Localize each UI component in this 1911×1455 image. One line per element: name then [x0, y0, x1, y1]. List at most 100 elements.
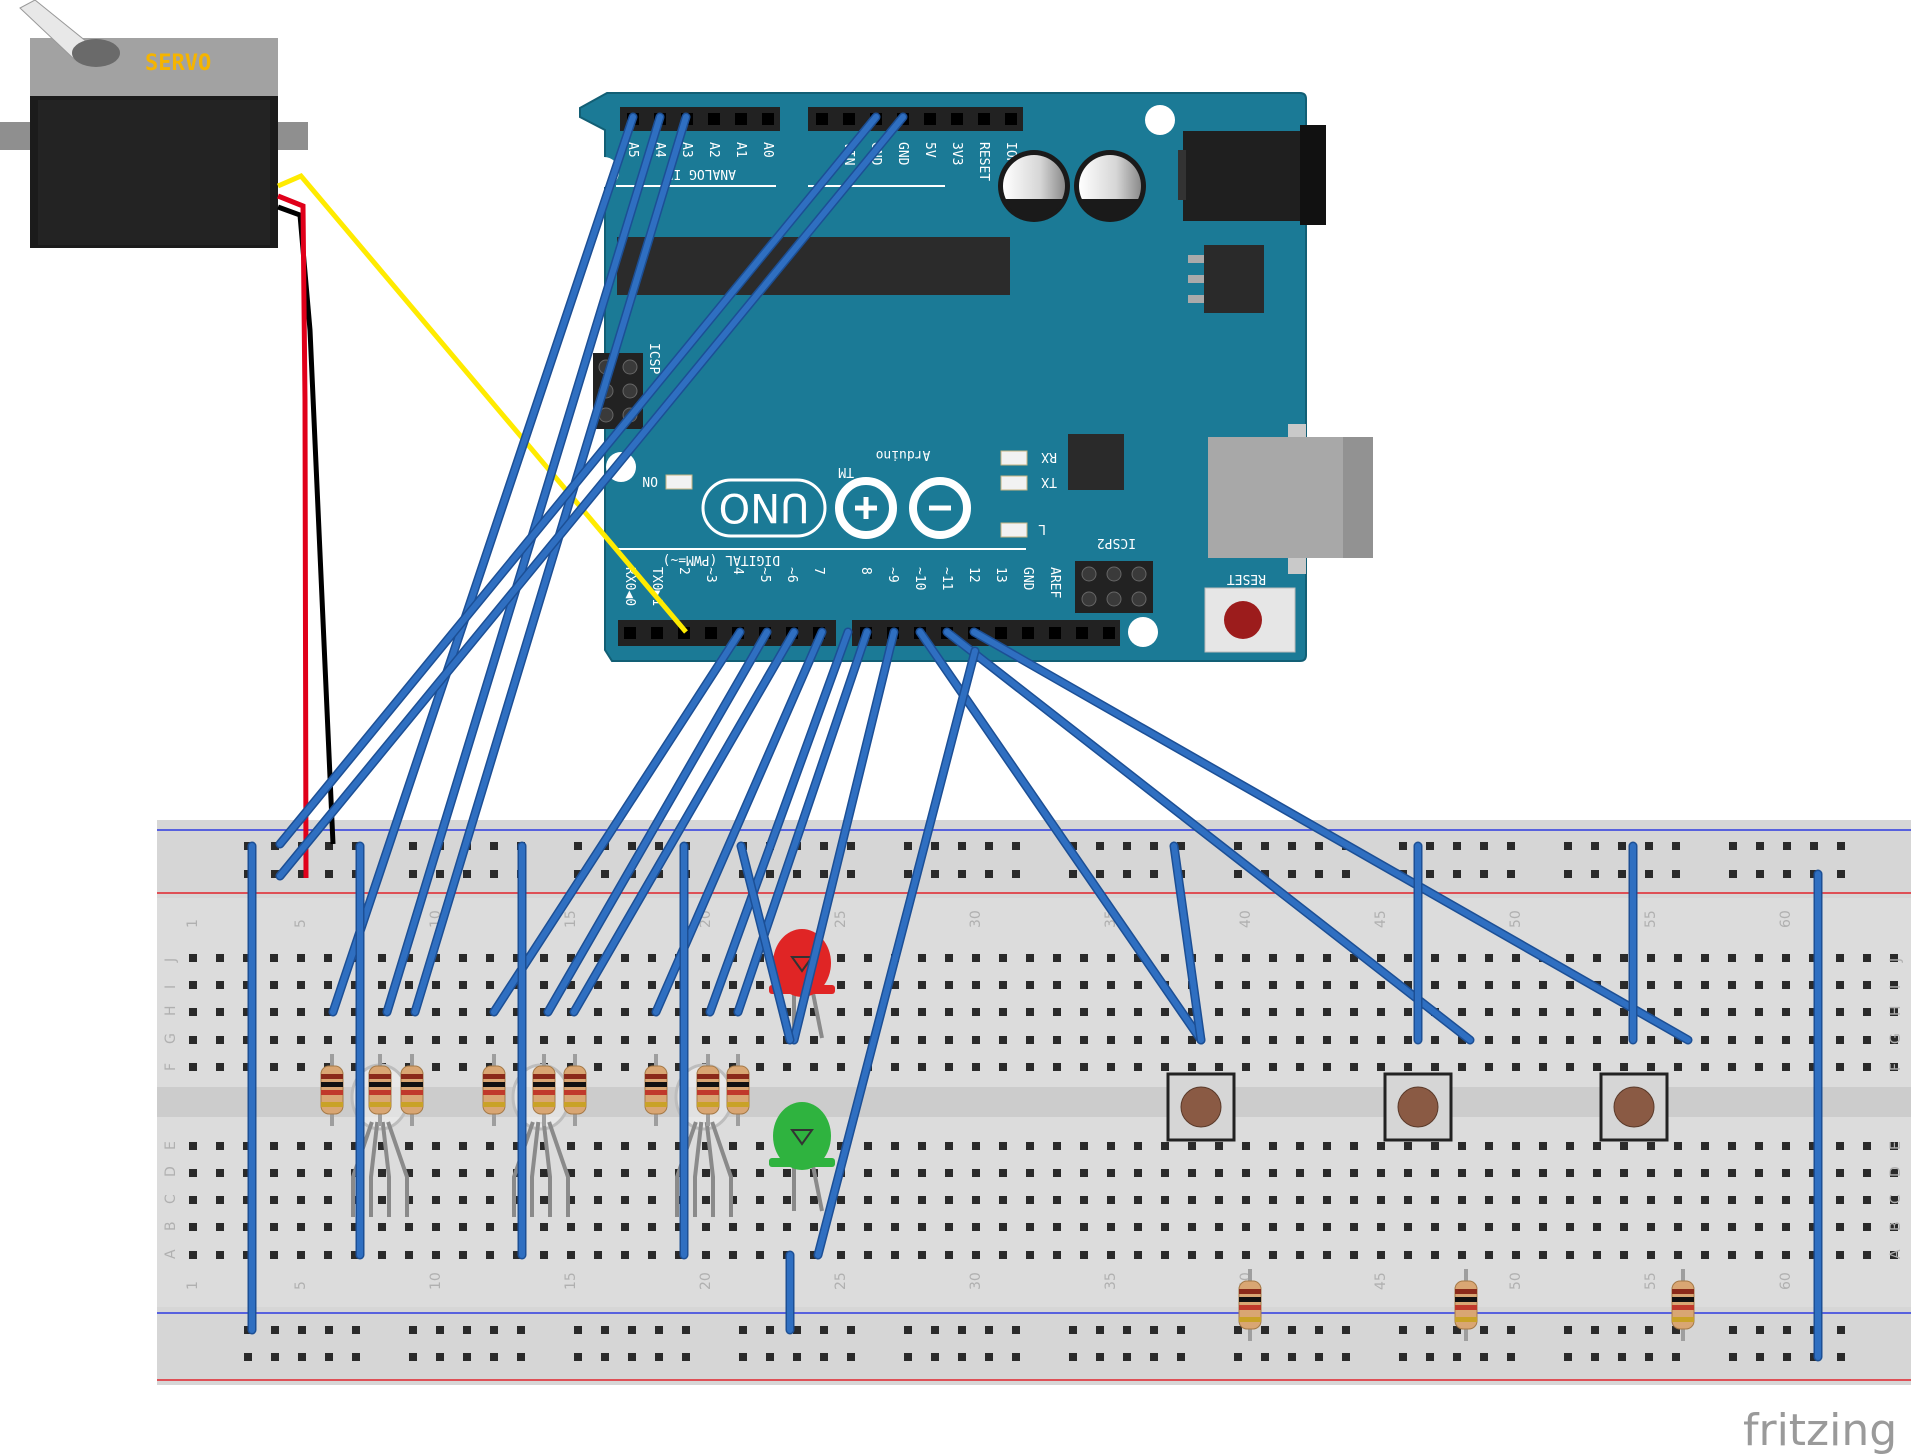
on-led [665, 474, 693, 490]
pin-label: A3 [679, 142, 694, 158]
row-letter: E [163, 1141, 179, 1150]
pin-label: A5 [625, 142, 640, 158]
pin-label: A0 [760, 142, 775, 158]
analog-header [620, 107, 780, 131]
column-number: 5 [293, 919, 309, 928]
resistor [696, 1054, 720, 1126]
row-letter: E [1888, 1141, 1904, 1150]
column-number: 30 [968, 910, 984, 928]
pin-label: 2 [676, 567, 691, 575]
servo-power-wire [277, 193, 309, 879]
resistor [563, 1054, 587, 1126]
analog-in-label: ANALOG IN [666, 166, 736, 181]
servo-label: SERVO [145, 51, 211, 76]
tm-mark: TM [838, 464, 854, 479]
column-number: 5 [293, 1281, 309, 1290]
resistor [1238, 1269, 1262, 1341]
row-letter: A [1888, 1249, 1904, 1259]
column-number: 55 [1643, 1272, 1659, 1290]
column-number: 15 [563, 1272, 579, 1290]
row-letter: D [163, 1166, 179, 1177]
tx-led [1000, 475, 1028, 491]
rgb-led [674, 1063, 734, 1217]
pin-label: 7 [811, 567, 826, 575]
row-letter: F [163, 1063, 179, 1071]
pin-label: 12 [966, 567, 981, 583]
pin-label: 8 [858, 567, 873, 575]
row-letter: F [1888, 1063, 1904, 1071]
arduino-infinity-logo [835, 477, 971, 539]
pin-label: ~10 [912, 567, 927, 590]
rx-led-label: RX [1041, 449, 1057, 464]
icsp-label: ICSP [646, 343, 661, 374]
column-number: 30 [968, 1272, 984, 1290]
resistor [482, 1054, 506, 1126]
pin-label: A2 [706, 142, 721, 158]
resistor [532, 1054, 556, 1126]
pin-label: 4 [730, 567, 745, 575]
pin-label: GND [895, 142, 910, 166]
column-number: 55 [1643, 910, 1659, 928]
pin-label: ~11 [939, 567, 954, 590]
column-number: 60 [1778, 1272, 1794, 1290]
servo-motor: SERVO [0, 0, 308, 248]
row-letter: J [163, 958, 179, 963]
column-number: 25 [833, 910, 849, 928]
row-letter: J [1888, 958, 1904, 963]
pin-label: ~6 [784, 567, 799, 583]
pin-label: ~3 [703, 567, 718, 583]
jumper-wires [247, 112, 1823, 1362]
column-number: 20 [698, 1272, 714, 1290]
column-number: 60 [1778, 910, 1794, 928]
column-number: 50 [1508, 910, 1524, 928]
resistor [644, 1054, 668, 1126]
icsp2-label: ICSP2 [1097, 535, 1136, 550]
push-button[interactable] [1383, 1072, 1453, 1142]
row-letter: I [1888, 985, 1904, 989]
tx-led-label: TX [1041, 474, 1057, 489]
column-number: 45 [1373, 910, 1389, 928]
rx-led [1000, 450, 1028, 466]
capacitor-2 [1074, 150, 1146, 222]
usb-chip [1068, 434, 1124, 490]
column-number: 35 [1103, 1272, 1119, 1290]
arduino-brand-text: Arduino [876, 447, 931, 462]
push-button[interactable] [1599, 1072, 1669, 1142]
servo-signal-wire [277, 172, 688, 634]
reset-button[interactable] [1204, 587, 1296, 653]
row-letter: B [1888, 1221, 1904, 1231]
pin-label: RX0◀0 [622, 567, 637, 606]
pin-label: A1 [733, 142, 748, 158]
resistor [1454, 1269, 1478, 1341]
pin-label: RESET [976, 142, 991, 181]
l-led-label: L [1038, 521, 1046, 536]
column-number: 25 [833, 1272, 849, 1290]
pin-label: ~9 [885, 567, 900, 583]
column-number: 40 [1238, 910, 1254, 928]
row-letter: G [1888, 1033, 1904, 1044]
capacitor-1 [998, 150, 1070, 222]
servo-wires [277, 172, 688, 879]
column-number: 45 [1373, 1272, 1389, 1290]
uno-logo: UNO [701, 478, 827, 538]
pin-label: GND [1020, 567, 1035, 591]
resistor [726, 1054, 750, 1126]
row-letter: H [163, 1005, 179, 1016]
reset-label: RESET [1227, 571, 1266, 586]
resistor [320, 1054, 344, 1126]
row-letter: B [163, 1221, 179, 1231]
dc-power-jack [1178, 125, 1326, 225]
on-led-label: ON [642, 473, 658, 488]
row-letter: C [163, 1194, 179, 1204]
power-header [808, 107, 1023, 131]
push-button[interactable] [1166, 1072, 1236, 1142]
pin-label: 13 [993, 567, 1008, 583]
digital-pwm-label: DIGITAL (PWM=~) [663, 552, 780, 567]
uno-logo-text: UNO [719, 484, 810, 530]
pin-label: 3V3 [949, 142, 964, 165]
pin-label: 5V [922, 142, 937, 158]
row-letter: H [1888, 1005, 1904, 1016]
resistor [1671, 1269, 1695, 1341]
row-letter: I [163, 985, 179, 989]
